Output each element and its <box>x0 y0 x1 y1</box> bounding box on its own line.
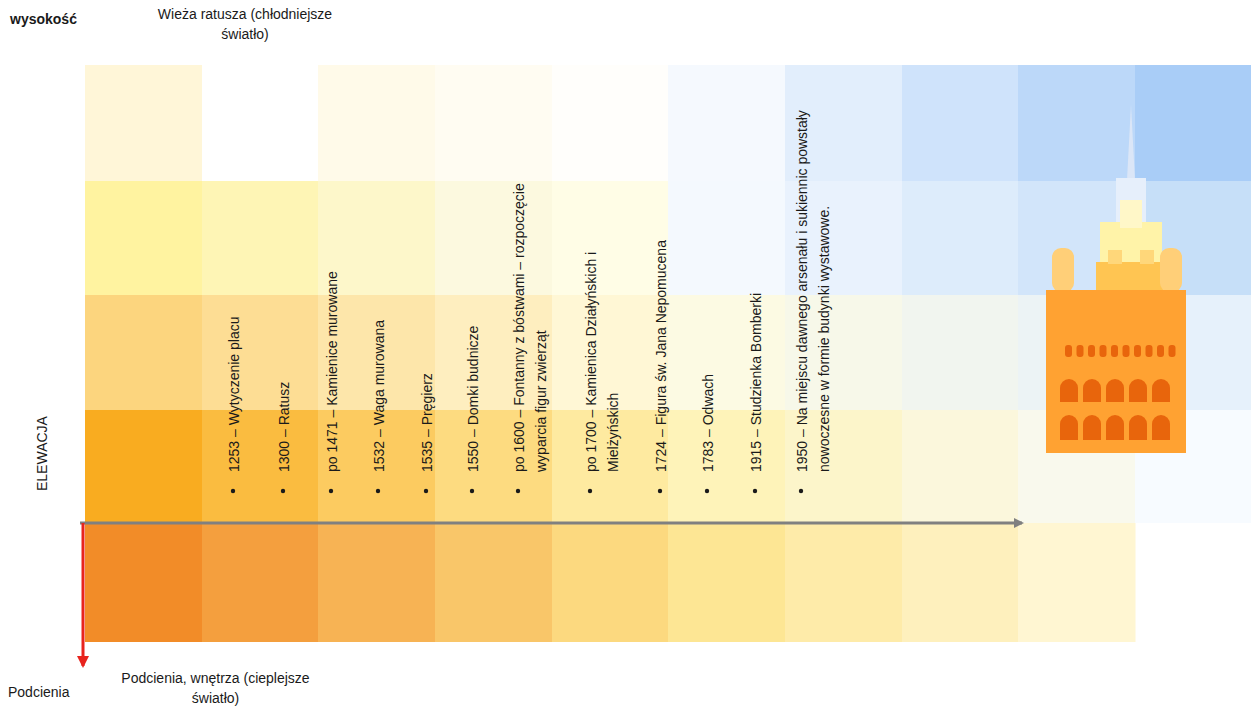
grid-cell <box>668 65 786 181</box>
grid-cell <box>668 181 786 295</box>
grid-cell <box>85 295 203 410</box>
grid-cell <box>202 523 319 642</box>
timeline-event: 1783 – Odwach <box>698 142 720 472</box>
grid-cell <box>552 523 669 642</box>
grid-cell <box>902 181 1019 295</box>
timeline-event: 1950 – Na miejscu dawnego arsenału i suk… <box>792 72 835 472</box>
depth-axis <box>82 523 85 666</box>
grid-cell <box>552 65 669 181</box>
axis-title: Podcienia <box>8 682 98 704</box>
grid-cell <box>1135 65 1251 181</box>
axis-note: Podcienia, wnętrza (cieplejsze światło) <box>118 668 313 709</box>
timeline-event: 1300 – Ratusz <box>274 172 296 472</box>
grid-cell <box>318 65 436 181</box>
grid-cell <box>785 523 903 642</box>
grid-cell <box>202 295 319 410</box>
grid-cell <box>902 65 1019 181</box>
timeline-event: po 1700 – Kamienica Działyńskich i Mielż… <box>581 172 624 472</box>
grid-cell <box>85 181 203 295</box>
grid-cell <box>668 295 786 410</box>
grid-cell <box>902 523 1019 642</box>
grid-cell <box>668 410 786 523</box>
grid-cell <box>435 65 553 181</box>
grid-cell <box>902 410 1019 523</box>
grid-cell <box>1135 410 1251 523</box>
town-hall <box>1046 105 1186 453</box>
timeline-event: 1535 – Pręgierz <box>417 172 439 472</box>
grid-cell <box>1018 65 1136 181</box>
grid-cell <box>318 523 436 642</box>
grid-cell <box>552 181 669 295</box>
grid-cell <box>668 523 786 642</box>
grid-cell <box>435 523 553 642</box>
grid-cell <box>85 523 203 642</box>
timeline-event: po 1600 – Fontanny z bóstwami – rozpoczę… <box>509 167 552 472</box>
time-axis <box>80 522 1022 525</box>
grid-cell <box>202 181 319 295</box>
timeline-event: 1532 – Waga murowana <box>369 172 391 472</box>
axis-title: wysokość <box>10 9 100 31</box>
grid-cell <box>202 410 319 523</box>
timeline-event: 1724 – Figura św. Jana Nepomucena <box>651 112 673 472</box>
timeline-event: 1253 – Wytyczenie placu <box>224 172 246 472</box>
grid-cell <box>85 65 203 181</box>
axis-title: ELEWACJA <box>32 411 54 491</box>
grid-cell <box>1018 523 1136 642</box>
grid-cell <box>1018 410 1136 523</box>
grid-cell <box>902 295 1019 410</box>
grid-cell <box>202 65 319 181</box>
timeline-event: 1550 – Domki budnicze <box>463 172 485 472</box>
timeline-event: 1915 – Studzienka Bomberki <box>746 142 768 472</box>
timeline-event: po 1471 – Kamienice murowane <box>322 142 344 472</box>
axis-note: Wieża ratusza (chłodniejsze światło) <box>150 4 340 45</box>
grid-cell <box>435 181 553 295</box>
timeline-dots <box>231 489 803 493</box>
grid-cell <box>85 410 203 523</box>
